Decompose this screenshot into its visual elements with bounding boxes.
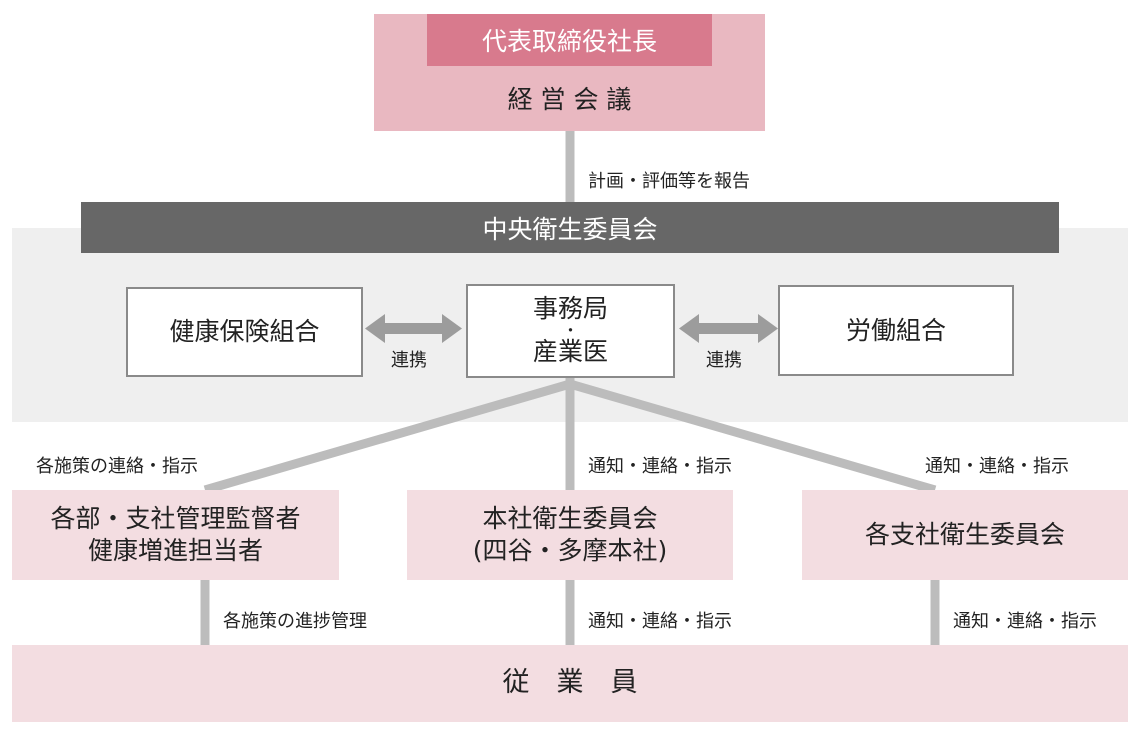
occupational-physician-label: 産業医 [532,337,608,367]
branch-label-center: 通知・連絡・指示 [588,456,732,477]
head-office-committee-label: 本社衛生委員会 [482,504,658,533]
central-committee-bar: 中央衛生委員会 [81,202,1059,253]
secretariat-box: 事務局 ・ 産業医 [466,284,675,378]
secretariat-label: 事務局 [532,294,608,324]
labor-union-box: 労働組合 [778,285,1014,376]
branch-connector-left [203,379,572,495]
employees-box: 従 業 員 [12,645,1128,722]
branch-committees-box: 各支社衛生委員会 [802,490,1128,580]
link-arrow-right [679,314,778,343]
lower-label-right: 通知・連絡・指示 [953,611,1097,632]
ceo-title: 代表取締役社長 [427,14,712,66]
department-managers-label: 各部・支社管理監督者 [50,504,301,533]
branch-label-right: 通知・連絡・指示 [925,456,1069,477]
secretariat-separator: ・ [562,320,579,340]
branch-label-left: 各施策の連絡・指示 [36,456,198,477]
lower-label-left: 各施策の進捗管理 [223,611,367,632]
head-office-locations-label: (四谷・多摩本社) [472,536,668,565]
lower-label-center: 通知・連絡・指示 [588,611,732,632]
link-label-left: 連携 [391,350,427,371]
health-promotion-staff-label: 健康増進担当者 [87,536,263,565]
head-office-committee-box: 本社衛生委員会 (四谷・多摩本社) [407,490,733,580]
management-meeting-label: 経 営 会 議 [507,85,632,114]
branch-connector-right [568,379,937,495]
link-arrow-left [365,314,462,343]
link-label-right: 連携 [706,350,742,371]
report-label: 計画・評価等を報告 [588,171,750,192]
department-managers-box: 各部・支社管理監督者 健康増進担当者 [12,490,339,580]
health-insurance-box: 健康保険組合 [126,287,363,377]
